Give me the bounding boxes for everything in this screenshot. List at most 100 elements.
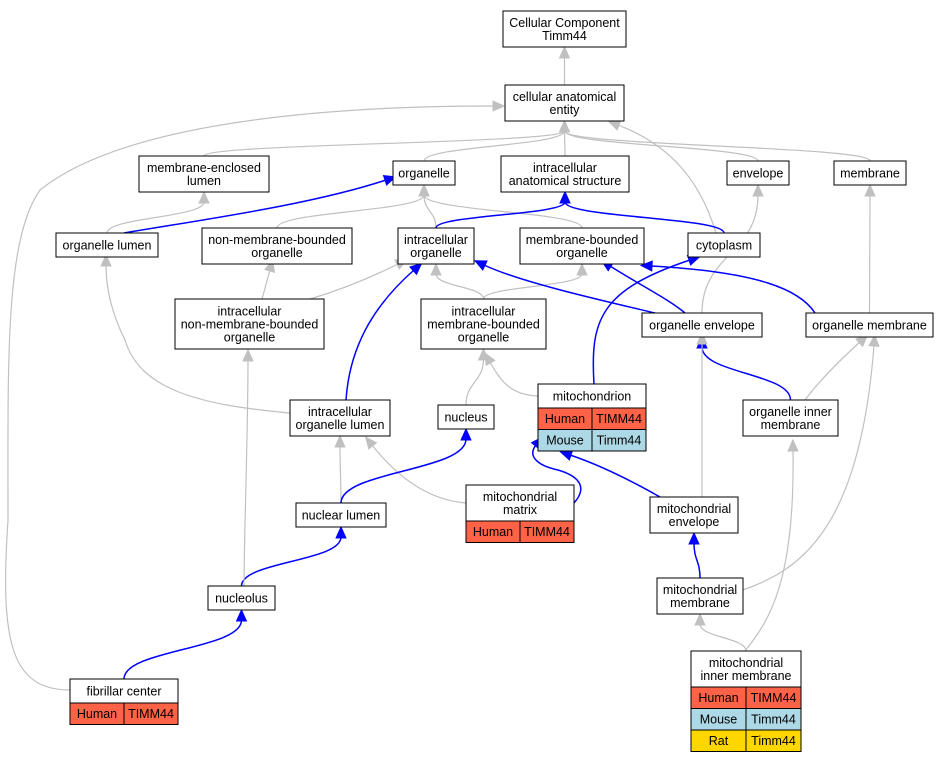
edge-line — [701, 346, 792, 401]
node-oenv[interactable]: organelle envelope — [641, 312, 763, 338]
node-label-line: mitochondrial — [483, 490, 557, 504]
edge-line — [123, 619, 243, 680]
node-label-line: intracellular — [404, 233, 468, 247]
edge-nl-to-iol — [334, 434, 346, 504]
node-nl[interactable]: nuclear lumen — [295, 502, 387, 528]
edge-arrowhead — [334, 434, 346, 448]
node-label-line: mitochondrion — [553, 389, 632, 403]
node-label-line: nuclear lumen — [302, 508, 381, 522]
node-label-line: organelle — [224, 330, 275, 344]
node-box — [726, 160, 790, 186]
node-env[interactable]: envelope — [726, 160, 790, 186]
edge-line — [563, 130, 871, 162]
node-omem[interactable]: organelle membrane — [805, 312, 934, 338]
node-label-line: membrane-bounded — [427, 317, 540, 331]
node-label-line: organelle — [410, 246, 461, 260]
edge-arrowhead — [364, 436, 378, 450]
edge-arrowhead — [477, 347, 490, 361]
node-mem[interactable]: membrane — [833, 160, 907, 186]
edge-line — [340, 438, 467, 504]
node-nuc[interactable]: nucleus — [437, 404, 495, 430]
species-label: Human — [77, 707, 117, 721]
node-label-line: nucleus — [444, 410, 487, 424]
node-box — [207, 585, 276, 611]
edge-line — [693, 542, 701, 579]
edge-line — [482, 273, 583, 300]
node-label-line: intracellular — [308, 405, 372, 419]
node-box — [138, 155, 270, 193]
node-label-line: organelle — [251, 246, 302, 260]
edge-arrowhead — [409, 262, 423, 276]
node-label-line: organelle — [398, 166, 449, 180]
gene-label: Timm44 — [597, 434, 642, 448]
node-label-line: inner membrane — [700, 669, 791, 683]
edge-arrowhead — [752, 183, 764, 197]
edge-line — [423, 130, 566, 162]
node-inmbo[interactable]: intracellularnon-membrane-boundedorganel… — [174, 298, 325, 350]
edge-arrowhead — [558, 45, 571, 59]
edge-line — [465, 358, 485, 406]
edge-arrowhead — [100, 253, 112, 267]
node-label-line: cellular anatomical — [513, 90, 617, 104]
node-org[interactable]: organelle — [392, 160, 456, 186]
node-box — [295, 502, 387, 528]
species-label: Mouse — [700, 713, 738, 727]
edge-line — [744, 449, 794, 652]
edge-line — [371, 444, 467, 504]
edge-nucl-to-nl — [240, 525, 347, 587]
gene-label: TIMM44 — [751, 691, 797, 705]
node-label-line: entity — [550, 103, 581, 117]
node-box — [641, 312, 763, 338]
node-cyto[interactable]: cytoplasm — [687, 232, 761, 258]
edge-line — [345, 269, 415, 401]
node-nucl[interactable]: nucleolus — [207, 585, 276, 611]
node-box — [465, 484, 575, 522]
node-label-line: membrane-bounded — [526, 233, 639, 247]
node-label-line: Cellular Component — [509, 16, 620, 30]
edge-line — [489, 361, 539, 397]
node-orgl[interactable]: organelle lumen — [55, 232, 159, 258]
edge-line — [609, 265, 686, 314]
edge-inmbo-to-io — [309, 258, 409, 300]
edge-arrowhead — [688, 531, 700, 545]
edge-line — [435, 201, 566, 229]
edge-arrowhead — [235, 608, 248, 622]
edge-mmem-to-menv — [688, 531, 701, 579]
node-box — [420, 298, 547, 350]
node-box — [69, 678, 179, 704]
edge-orgl-to-mel — [106, 190, 210, 234]
species-label: Rat — [709, 734, 729, 748]
node-box — [397, 227, 475, 265]
node-label-line: Timm44 — [542, 29, 587, 43]
edge-arrowhead — [335, 525, 347, 539]
node-box — [805, 312, 934, 338]
node-label-line: fibrillar center — [86, 684, 161, 698]
edge-line — [650, 265, 816, 314]
edge-line — [105, 264, 291, 414]
node-label-line: non-membrane-bounded — [181, 317, 319, 331]
edge-oenv-to-io — [473, 260, 656, 314]
edge-arrowhead — [559, 450, 574, 461]
edge-mmat-to-iol — [364, 436, 467, 504]
edge-line — [804, 341, 861, 401]
edge-line — [123, 179, 387, 234]
